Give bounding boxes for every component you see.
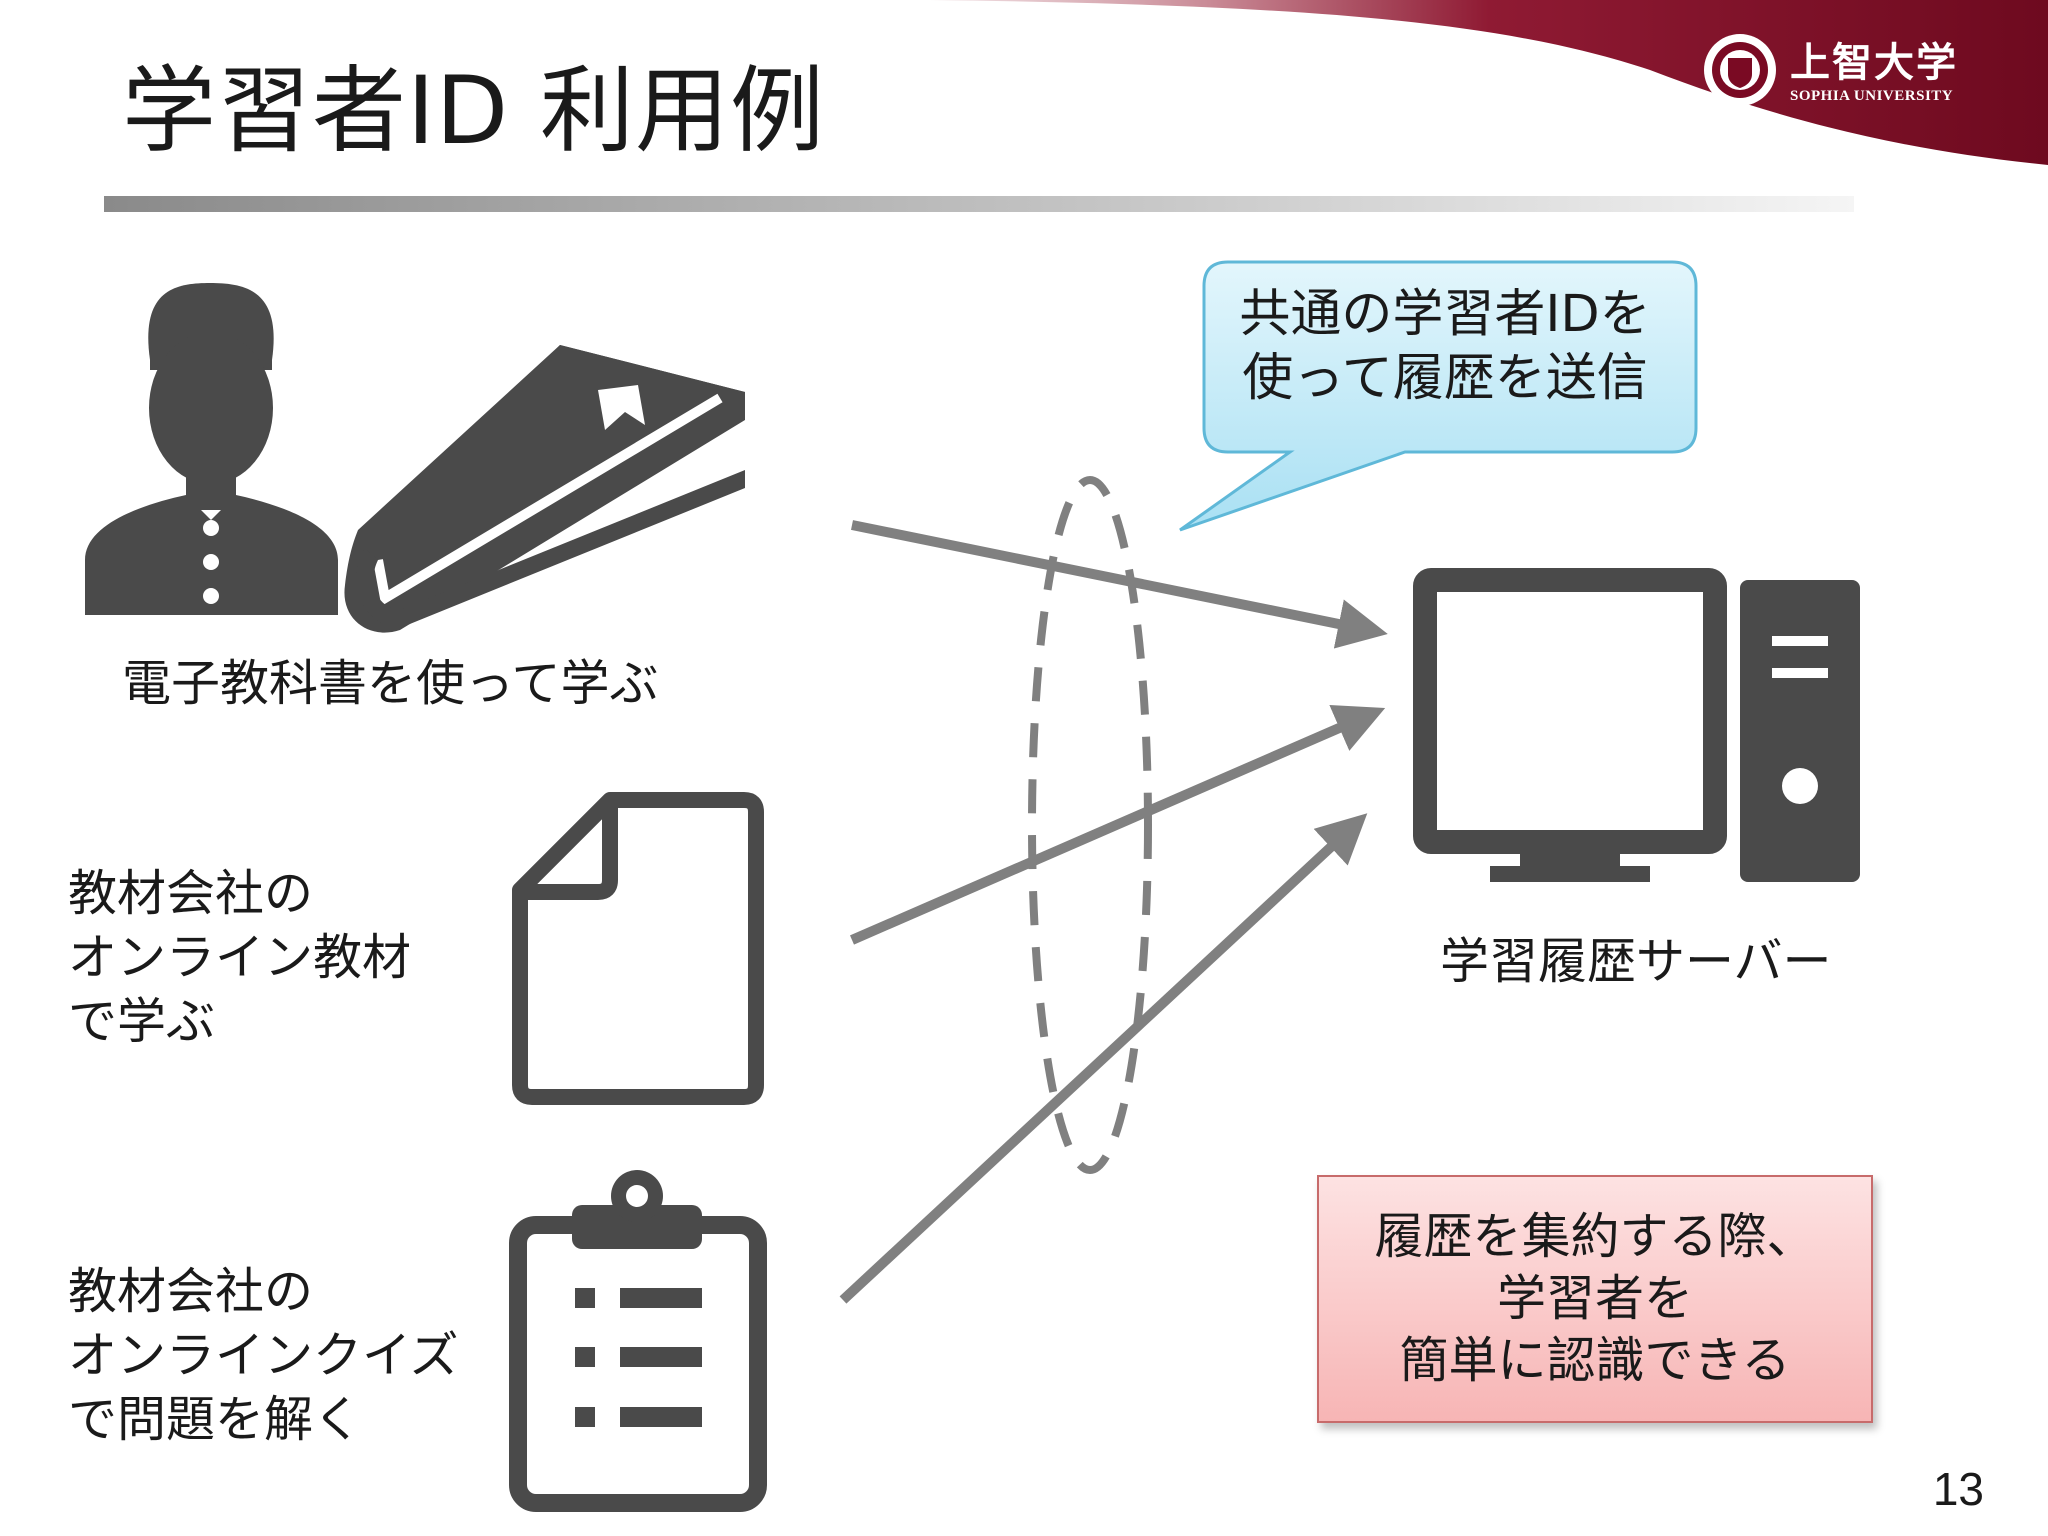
id-group-ellipse [1028,476,1152,1174]
note-line: 学習者を [1496,1270,1693,1327]
source-label-line: 教材会社の [68,1263,314,1320]
source-label-line: オンラインクイズ [68,1327,459,1384]
callout-text: 共通の学習者IDを 使って履歴を送信 [1205,283,1685,411]
note-line: 履歴を集約する際、 [1374,1208,1816,1265]
note-box: 履歴を集約する際、 学習者を 簡単に認識できる [1317,1175,1873,1423]
university-logo: 上智大学 SOPHIA UNIVERSITY [1790,30,1958,105]
source-label-textbook: 電子教科書を使って学ぶ [122,652,659,716]
server-label: 学習履歴サーバー [1440,933,1832,990]
page-number: 13 [1932,1463,1984,1515]
source-label-line: で問題を解く [68,1391,363,1448]
logo-name-ja: 上智大学 [1790,39,1958,86]
callout-bubble [1179,260,1698,532]
source-label-line: オンライン教材 [68,929,412,986]
arrow-textbook-to-server [851,520,1388,649]
source-label-material: 教材会社の オンライン教材 で学ぶ [68,862,411,1054]
page-title: 学習者ID 利用例 [122,57,825,166]
logo-name-en: SOPHIA UNIVERSITY [1790,88,1954,104]
callout-line: 共通の学習者IDを [1239,285,1651,344]
document-icon [512,792,764,1105]
callout-line: 使って履歴を送信 [1242,349,1648,408]
source-label-line: 教材会社の [68,865,314,922]
clipboard-icon [509,1170,767,1512]
source-label-quiz: 教材会社の オンラインクイズ で問題を解く [68,1260,459,1452]
title-divider [104,196,1854,212]
arrow-material-to-server [850,705,1386,945]
source-label-line: で学ぶ [68,993,216,1050]
source-label-line: 電子教科書を使って学ぶ [122,655,659,712]
header-band [930,0,2048,165]
note-line: 簡単に認識できる [1399,1332,1791,1389]
computer-icon [1413,568,1860,882]
book-icon [344,345,745,633]
arrow-quiz-to-server [839,813,1368,1304]
student-icon [85,283,338,615]
university-crest [1704,34,1776,106]
